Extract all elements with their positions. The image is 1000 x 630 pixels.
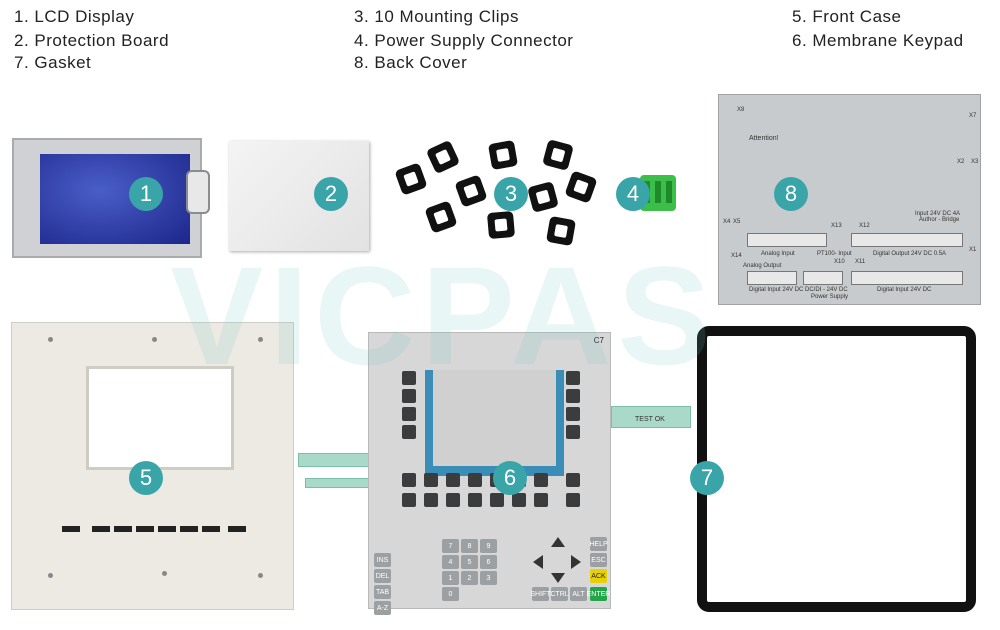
keypad-key: 8 [461,539,478,553]
badge-5: 5 [129,461,163,495]
keypad-key: SHIFT [530,587,551,601]
back-label: X3 [971,159,979,165]
badge-3: 3 [494,177,528,211]
back-label: X1 [969,247,977,253]
badge-6: 6 [493,461,527,495]
keypad-key: 5 [461,555,478,569]
lcd-connector [186,170,210,214]
lcd-display-image [12,138,210,258]
back-label: Digital Output 24V DC 0.5A [873,251,947,257]
keypad-key: ACK [590,569,607,583]
keypad-key: ESC [590,553,607,567]
badge-1: 1 [129,177,163,211]
badge-2: 2 [314,177,348,211]
legend-front-case: 5. Front Case [792,7,902,26]
back-label: X7 [969,113,977,119]
badge-8: 8 [774,177,808,211]
back-label: X14 [731,253,742,259]
clip [425,139,461,175]
clip [527,181,559,213]
clip [545,215,577,247]
keypad-key: 2 [461,571,478,585]
back-label: X11 [855,259,866,265]
keypad-key: 6 [480,555,497,569]
terminal-block [747,271,797,285]
legend-lcd-display: 1. LCD Display [14,7,135,26]
back-label: Power Supply [811,294,849,300]
clip [486,210,516,240]
membrane-ribbon-tail [305,478,372,488]
keypad-key: ALT [570,587,587,601]
terminal-block [851,233,963,247]
membrane-keypad-image: C7 INS DEL TAB A-Z 7 8 9 4 5 6 1 2 3 0 H… [368,332,611,615]
keypad-key: A-Z [374,601,391,615]
membrane-ribbon-tail [298,453,372,467]
legend-back-cover: 8. Back Cover [354,53,468,72]
legend-membrane-keypad: 6. Membrane Keypad [792,31,964,50]
back-label: Attention! [749,135,779,142]
protection-board-image [229,141,369,251]
clip [564,170,598,204]
back-label: Digital Input 24V DC [877,287,932,293]
terminal-block [747,233,827,247]
back-label: X13 [831,223,842,229]
keypad-key: INS [374,553,391,567]
keypad-key: 7 [442,539,459,553]
back-cover-image: X8 X7 Attention! X2 X3 X4 X5 X13 X12 X1 … [718,94,981,305]
clip [487,139,519,171]
badge-4: 4 [616,177,650,211]
keypad-key: 9 [480,539,497,553]
clip [454,174,488,208]
back-label: Digital Input 24V DC [749,287,804,293]
keypad-key: HELP [589,537,608,551]
back-label: X12 [859,223,870,229]
back-label: Input 24V DC 4A [915,211,961,217]
badge-7: 7 [690,461,724,495]
membrane-window [425,370,564,476]
terminal-block [803,271,843,285]
keypad-key: 0 [442,587,459,601]
keypad-key: 4 [442,555,459,569]
legend-mounting-clips: 3. 10 Mounting Clips [354,7,519,26]
keypad-key: TAB [374,585,391,599]
membrane-model-label: C7 [593,336,604,345]
keypad-key: 1 [442,571,459,585]
keypad-key: 3 [480,571,497,585]
clip [542,139,574,171]
back-label: X10 [834,259,845,265]
gasket-image [697,326,976,612]
legend-protection-board: 2. Protection Board [14,31,170,50]
keypad-key: ENTER [587,587,610,601]
back-label: PT100- Input [817,251,852,257]
legend-power-connector: 4. Power Supply Connector [354,31,574,50]
clip [424,200,458,234]
front-case-window [86,366,234,470]
back-label: DC/DI - 24V DC [805,287,848,293]
membrane-ribbon-tail [611,406,691,428]
keypad-key: CTRL [550,587,569,601]
test-ok-label: TEST OK [635,416,665,423]
terminal-block [851,271,963,285]
legend-gasket: 7. Gasket [14,53,92,72]
clip [394,162,428,196]
back-label: Analog Output [743,263,782,269]
back-label: Author - Bridge [919,217,960,223]
back-label: X4 [723,219,731,225]
back-label: X2 [957,159,965,165]
keypad-key: DEL [374,569,391,583]
back-label: X5 [733,219,741,225]
lcd-screen [40,154,190,244]
back-label: X8 [737,107,745,113]
back-label: Analog Input [761,251,795,257]
